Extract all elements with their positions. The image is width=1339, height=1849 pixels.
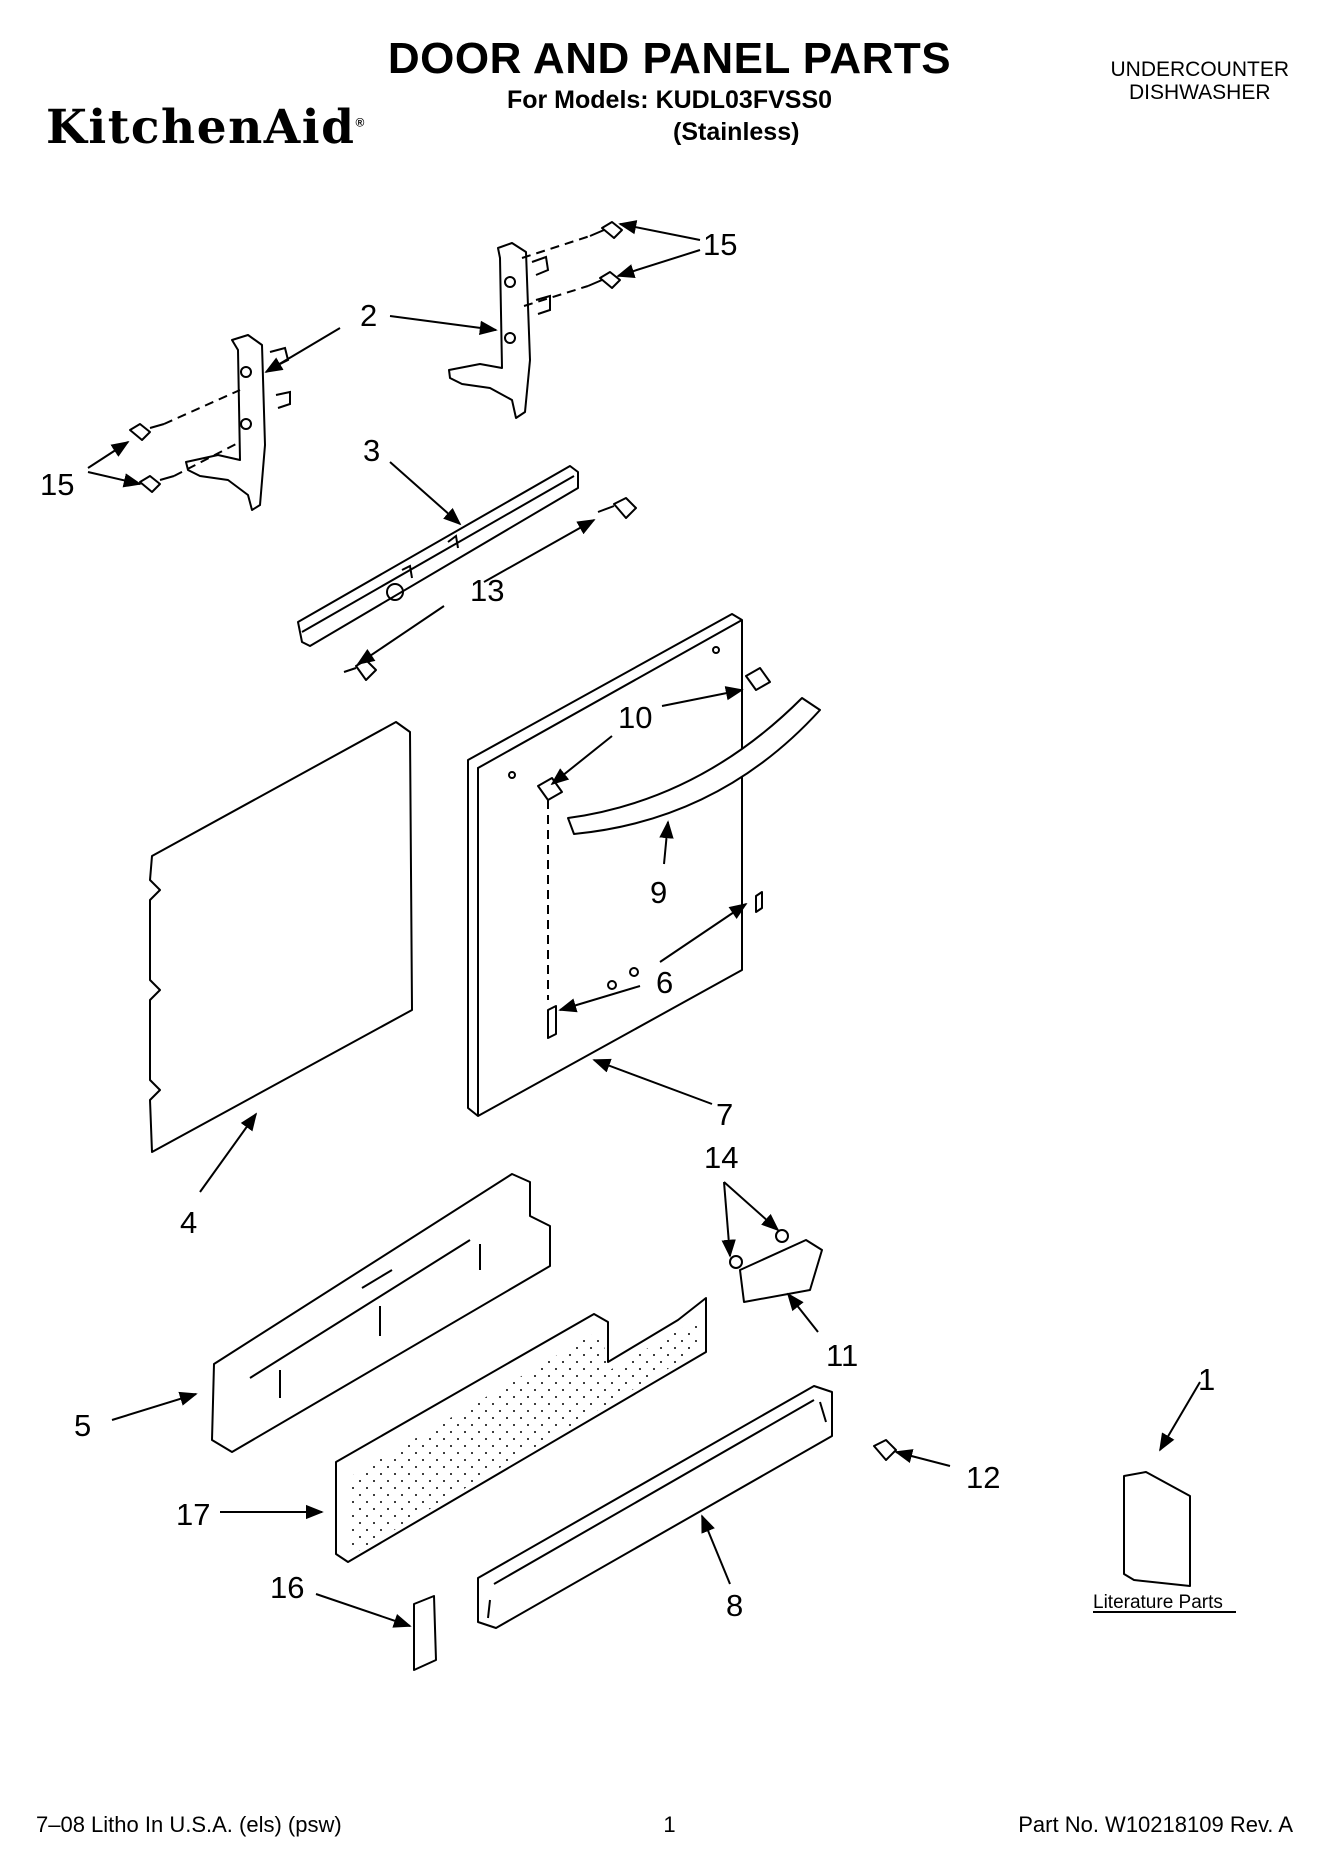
toe-panel-bracket	[211, 1173, 551, 1453]
callout-15-top: 15	[703, 227, 737, 262]
trim-clip	[729, 1229, 823, 1303]
callout-7: 7	[716, 1097, 733, 1132]
model-variant: (Stainless)	[673, 118, 800, 146]
callout-6: 6	[656, 965, 673, 1000]
callout-5: 5	[74, 1408, 91, 1443]
foam-insulation	[335, 1297, 707, 1563]
category-line-2: DISHWASHER	[1128, 81, 1271, 104]
callout-12: 12	[966, 1460, 1000, 1495]
footer-part-number: Part No. W10218109 Rev. A	[1018, 1812, 1293, 1837]
mounting-rail	[297, 465, 579, 647]
insulation-panel	[149, 721, 413, 1153]
footer-page-number: 1	[663, 1812, 676, 1837]
screw-12	[873, 1439, 897, 1461]
literature-booklet	[1123, 1471, 1191, 1587]
door-panel	[467, 613, 743, 1117]
model-number: For Models: KUDL03FVSS0	[506, 86, 833, 114]
callout-15-left: 15	[40, 467, 74, 502]
callout-4: 4	[180, 1205, 197, 1240]
product-category: UNDERCOUNTER DISHWASHER	[1111, 58, 1290, 104]
callout-16: 16	[270, 1570, 304, 1605]
door-handle	[537, 667, 821, 1039]
clip-16	[413, 1595, 437, 1671]
callout-1: 1	[1198, 1362, 1215, 1397]
callout-9: 9	[650, 875, 667, 910]
footer-print-info: 7–08 Litho In U.S.A. (els) (psw)	[36, 1812, 342, 1837]
brand-logo: KitchenAid®	[46, 100, 366, 155]
page-title: DOOR AND PANEL PARTS	[387, 34, 952, 83]
callout-10: 10	[618, 700, 652, 735]
screws-15-top	[521, 221, 623, 307]
brand-name: KitchenAid	[46, 100, 356, 155]
screws-15-left	[129, 389, 241, 493]
callout-3: 3	[363, 433, 380, 468]
callout-13: 13	[470, 573, 504, 608]
callout-17: 17	[176, 1497, 210, 1532]
toe-plate	[477, 1385, 833, 1629]
hinge-bracket-right	[448, 242, 551, 419]
hinge-bracket-left	[185, 334, 291, 511]
callout-11: 11	[826, 1338, 858, 1373]
callout-2: 2	[360, 298, 377, 333]
callout-14: 14	[704, 1140, 738, 1175]
literature-parts-label: Literature Parts	[1093, 1592, 1223, 1613]
category-line-1: UNDERCOUNTER	[1110, 58, 1290, 81]
callout-8: 8	[726, 1588, 743, 1623]
leader-arrows	[87, 220, 1201, 1628]
